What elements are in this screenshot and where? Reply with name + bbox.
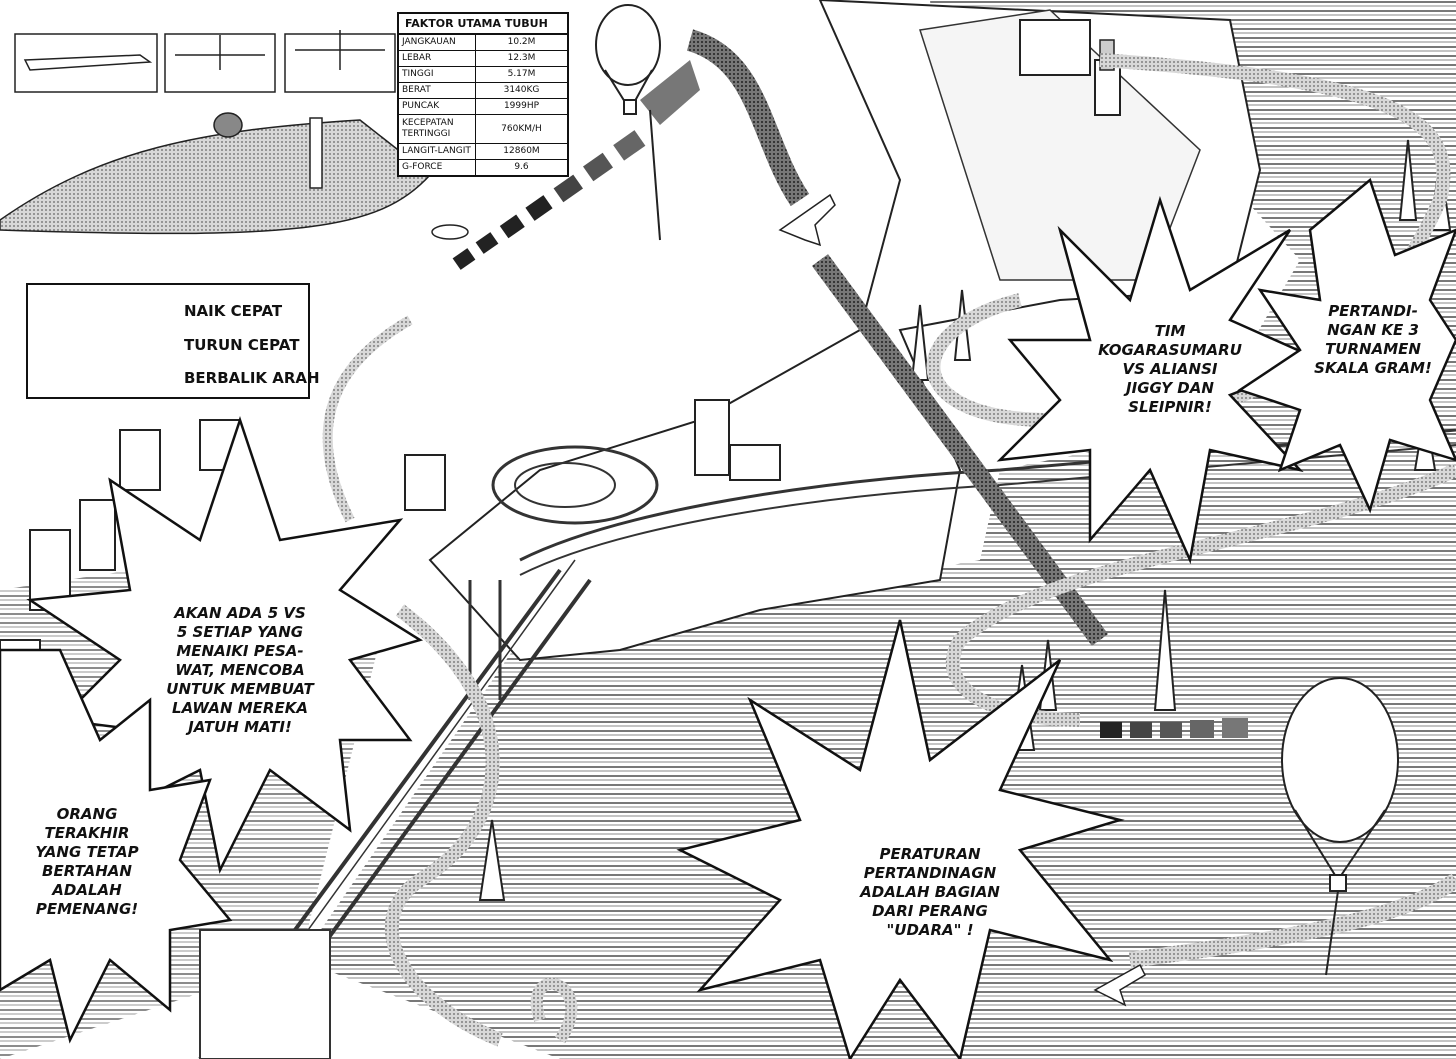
spec-label: LANGIT-LANGIT [397,143,476,160]
legend-label: NAIK CEPAT [184,302,283,320]
bubble-line: AKAN ADA 5 VS [174,604,306,622]
bubble-line: PEMENANG! [35,900,139,918]
spec-label: G-FORCE [397,159,476,177]
legend-item-dive: TURUN CEPAT [48,333,308,357]
bubble-winner-text: ORANG TERAKHIR YANG TETAP BERTAHAN ADALA… [22,805,152,919]
starburst-match [996,195,1324,565]
bubble-line: "UDARA" ! [886,921,974,939]
bubble-rules-text: AKAN ADA 5 VS 5 SETIAP YANG MENAIKI PESA… [150,604,330,737]
bubble-line: KOGARASUMARU [1098,341,1242,359]
bubble-line: TERAKHIR [44,824,130,842]
island [404,0,1456,662]
bubble-line: WAT, MENCOBA [175,661,305,679]
bubble-airwar-text: PERATURAN PERTANDINAGN ADALAH BAGIAN DAR… [855,845,1005,940]
bubble-line: TURNAMEN [1325,340,1421,358]
bubble-line: SLEIPNIR! [1128,398,1212,416]
bubble-line: LAWAN MEREKA [172,699,308,717]
bubble-line: BERTAHAN [42,862,132,880]
spec-label: LEBAR [397,50,476,67]
spec-label: KECEPATAN TERTINGGI [397,114,476,144]
bubble-line: ADALAH [52,881,122,899]
bubble-line: MENAIKI PESA- [176,642,304,660]
legend-item-turn: BERBALIK ARAH [48,366,320,390]
starburst-balloons [0,177,1456,1059]
left-city [0,419,241,691]
starburst-rules [26,416,424,874]
starburst-winner [0,648,233,1044]
spec-value: 12.3M [475,50,569,67]
bubble-match-text: TIM KOGARASUMARU VS ALIANSI JIGGY DAN SL… [1095,322,1245,417]
legend-item-rise: NAIK CEPAT [48,299,308,323]
spec-value: 9.6 [475,159,569,177]
spec-value: 10.2M [475,33,569,51]
bridge [198,559,592,1059]
spec-label: PUNCAK [397,98,476,115]
bubble-line: PERATURAN [879,845,981,863]
bubble-line: NGAN KE 3 [1327,321,1419,339]
rising-path [452,60,1248,738]
spec-value: 5.17M [475,66,569,83]
bubble-line: VS ALIANSI [1122,360,1218,378]
spec-value: 12860M [475,143,569,160]
bubble-line: UNTUK MEMBUAT [166,680,314,698]
bubble-line: JIGGY DAN [1126,379,1214,397]
small-planes [778,193,1146,1007]
starburst-airwar [676,619,1125,1059]
plane-blueprint [0,30,469,240]
bubble-line: SKALA GRAM! [1314,359,1432,377]
spec-value: 760KM/H [475,114,569,144]
bubble-line: JATUH MATI! [188,718,292,736]
bubble-line: YANG TETAP [35,843,139,861]
bubble-line: PERTANDINAGN [863,864,997,882]
bubble-tournament-text: PERTANDI- NGAN KE 3 TURNAMEN SKALA GRAM! [1298,302,1448,378]
bubble-line: ORANG [56,805,118,823]
bubble-line: TIM [1154,322,1186,340]
legend-label: TURUN CEPAT [184,336,300,354]
bubble-line: DARI PERANG [872,902,988,920]
bubble-line: PERTANDI- [1328,302,1418,320]
spec-value: 1999HP [475,98,569,115]
bubble-line: 5 SETIAP YANG [176,623,304,641]
legend-box: NAIK CEPAT TURUN CEPAT BERBALIK ARAH [26,283,320,399]
spec-label: TINGGI [397,66,476,83]
hot-air-balloon-bottom [1281,677,1399,976]
hot-air-balloon-top [595,4,661,241]
spec-value: 3140KG [475,82,569,99]
legend-label: BERBALIK ARAH [184,369,320,387]
bubble-line: ADALAH BAGIAN [860,883,1000,901]
spec-label: BERAT [397,82,476,99]
spec-label: JANGKAUAN [397,33,476,51]
spec-table-title: FAKTOR UTAMA TUBUH [397,12,569,33]
starburst-tournament [1237,177,1456,514]
